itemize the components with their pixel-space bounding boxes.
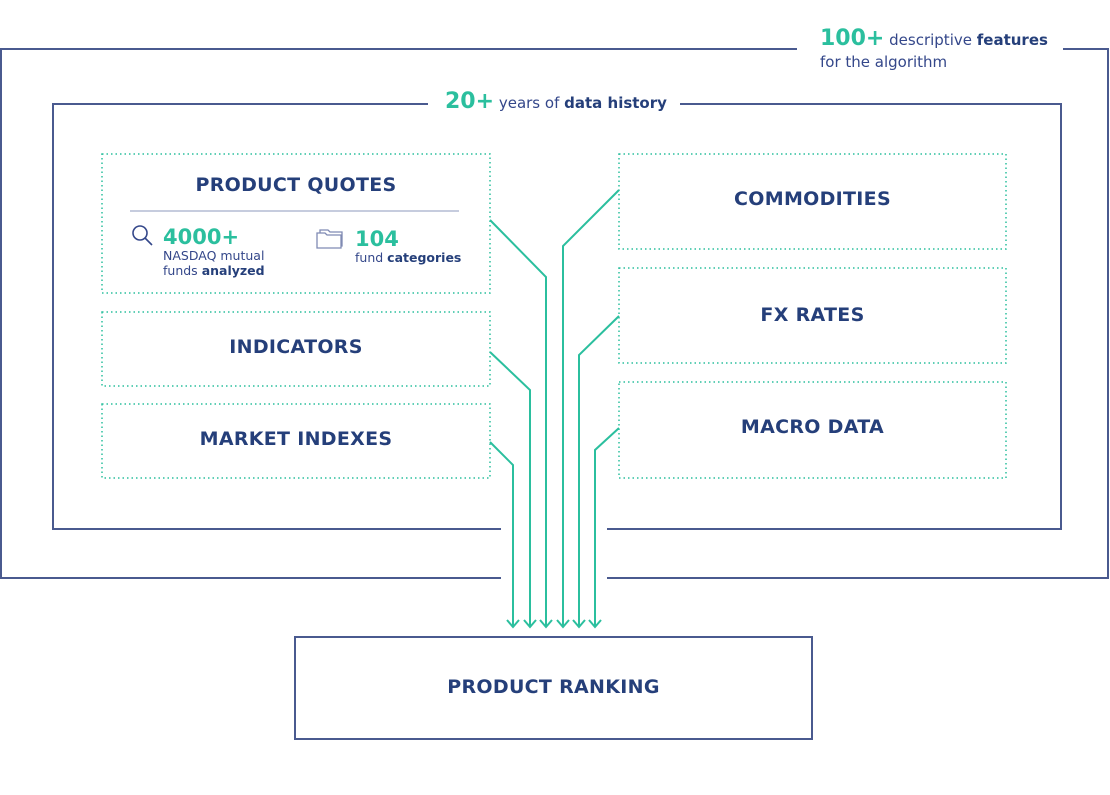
- box-border-product-quotes: [101, 153, 491, 294]
- box-title-product-quotes: PRODUCT QUOTES: [195, 174, 397, 196]
- stat-categories: 104 fund categories: [355, 227, 462, 265]
- flow-arrow-product-quotes: [489, 219, 553, 629]
- years-count: 20+: [445, 89, 495, 114]
- target-box-border: [294, 636, 813, 740]
- box-border-macro-data: [618, 381, 1007, 479]
- outer-frame: [0, 48, 1109, 579]
- search-icon: [132, 225, 153, 246]
- box-border-market-indexes: [101, 403, 491, 479]
- box-border-commodities: [618, 153, 1007, 250]
- flow-arrow-macro-data: [588, 427, 620, 629]
- outer-caption: 100+ descriptive features for the algori…: [820, 26, 1048, 72]
- folders-icon: [316, 229, 343, 249]
- box-title-fx-rates: FX RATES: [760, 304, 865, 326]
- box-title-commodities: COMMODITIES: [734, 188, 891, 210]
- flow-arrow-market-indexes: [489, 441, 520, 629]
- box-border-fx-rates: [618, 267, 1007, 364]
- inner-frame: [52, 103, 1062, 530]
- flow-arrow-fx-rates: [572, 315, 620, 629]
- box-title-macro-data: MACRO DATA: [740, 416, 885, 438]
- target-title-product-ranking: PRODUCT RANKING: [447, 676, 660, 698]
- flow-arrow-commodities: [556, 189, 620, 629]
- box-border-indicators: [101, 311, 491, 387]
- features-count: 100+: [820, 26, 885, 51]
- inner-caption: 20+ years of data history: [445, 89, 667, 114]
- stat-funds: 4000+ NASDAQ mutual funds analyzed: [163, 225, 265, 278]
- flow-arrow-indicators: [489, 351, 537, 629]
- box-title-indicators: INDICATORS: [229, 336, 363, 358]
- box-title-market-indexes: MARKET INDEXES: [199, 428, 393, 450]
